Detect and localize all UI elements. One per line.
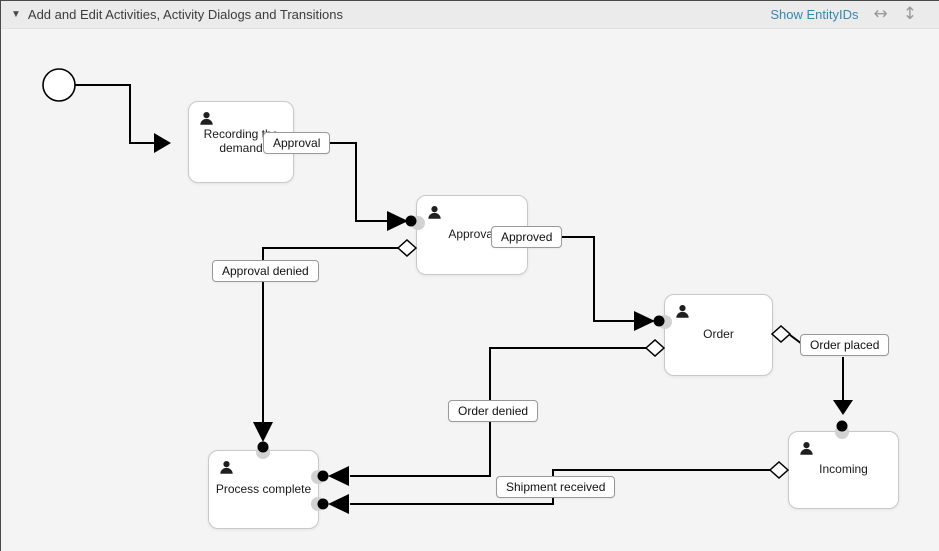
person-icon xyxy=(800,442,813,455)
transition-label-order-denied[interactable]: Order denied xyxy=(448,400,539,422)
transition-label-approval[interactable]: Approval xyxy=(263,132,331,154)
person-icon xyxy=(676,305,689,318)
transition-label-shipment-received[interactable]: Shipment received xyxy=(496,476,616,498)
activity-box-process-complete[interactable]: Process complete xyxy=(208,450,319,529)
transition-label-approval-denied[interactable]: Approval denied xyxy=(212,260,319,282)
widget-title: Add and Edit Activities, Activity Dialog… xyxy=(27,7,343,22)
transition-label-approved[interactable]: Approved xyxy=(491,226,563,248)
extend-canvas-width-icon[interactable]: ↔ xyxy=(873,4,888,24)
activity-label: Recording the demand xyxy=(203,127,279,155)
show-entityids-link[interactable]: Show EntityIDs xyxy=(770,7,859,22)
activity-box-incoming[interactable]: Incoming xyxy=(788,431,899,509)
activity-label: Approval xyxy=(448,227,496,242)
transition-label-order-placed[interactable]: Order placed xyxy=(800,334,890,356)
person-icon xyxy=(200,112,213,125)
person-icon xyxy=(428,206,441,219)
collapse-caret-icon[interactable]: ▼ xyxy=(11,8,21,20)
activity-label: Incoming xyxy=(819,462,868,477)
activity-box-order[interactable]: Order xyxy=(664,294,773,376)
activity-label: Process complete xyxy=(215,481,312,496)
widget-header: ▼ Add and Edit Activities, Activity Dial… xyxy=(1,1,939,29)
person-icon xyxy=(220,461,233,474)
activity-label: Order xyxy=(703,327,734,342)
extend-canvas-height-icon[interactable]: ↕ xyxy=(902,4,917,24)
